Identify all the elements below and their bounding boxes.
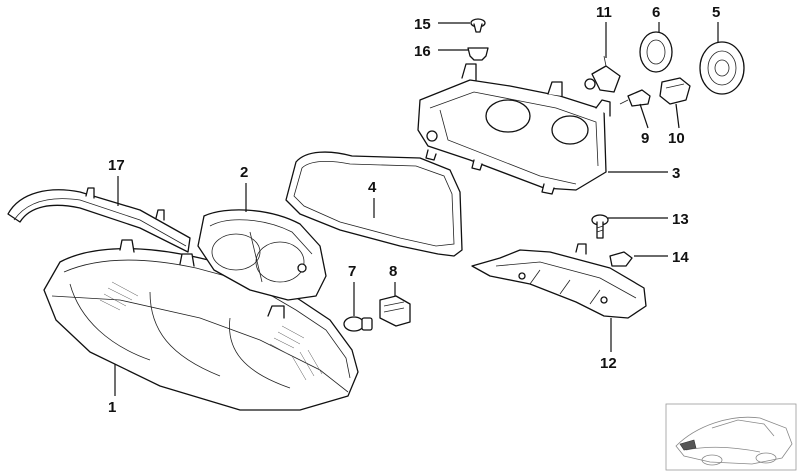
callout-11: 11	[596, 4, 612, 21]
small-cap-part	[639, 31, 673, 73]
mounting-bracket-part	[471, 243, 647, 319]
reflector-housing-part	[197, 209, 327, 301]
callout-2: 2	[240, 164, 248, 181]
callout-12: 12	[600, 355, 617, 372]
callout-13: 13	[672, 211, 689, 228]
callout-16: 16	[414, 43, 431, 60]
callout-17: 17	[108, 157, 125, 174]
rivet-part	[470, 18, 486, 33]
large-cap-part	[699, 41, 745, 95]
callout-14: 14	[672, 249, 689, 266]
callout-4: 4	[368, 179, 377, 196]
rear-housing-part	[417, 63, 611, 195]
wire-connector-part	[584, 55, 621, 93]
trim-strip-part	[7, 187, 191, 253]
callout-15: 15	[414, 16, 431, 33]
car-location-thumbnail-icon	[665, 403, 797, 471]
callout-labels: 1 2 3 4 5 6 7 8 9 10 11 12 13 14 15 16 1…	[108, 4, 720, 416]
leader-9	[639, 103, 649, 129]
bulb-part	[343, 316, 373, 332]
callout-8: 8	[389, 263, 397, 280]
callout-9: 9	[641, 130, 649, 147]
clip-nut-part	[609, 251, 633, 267]
leader-lines	[114, 22, 719, 396]
bulb-holder-part	[659, 77, 691, 105]
callout-7: 7	[348, 263, 356, 280]
screw-part	[591, 214, 609, 239]
small-bulb-part	[619, 89, 651, 107]
leader-10	[675, 103, 680, 129]
callout-6: 6	[652, 4, 660, 21]
bulb-socket-part	[379, 295, 411, 327]
clip-part	[467, 47, 489, 61]
callout-10: 10	[668, 130, 685, 147]
callout-3: 3	[672, 165, 680, 182]
callout-5: 5	[712, 4, 720, 21]
callout-1: 1	[108, 399, 116, 416]
